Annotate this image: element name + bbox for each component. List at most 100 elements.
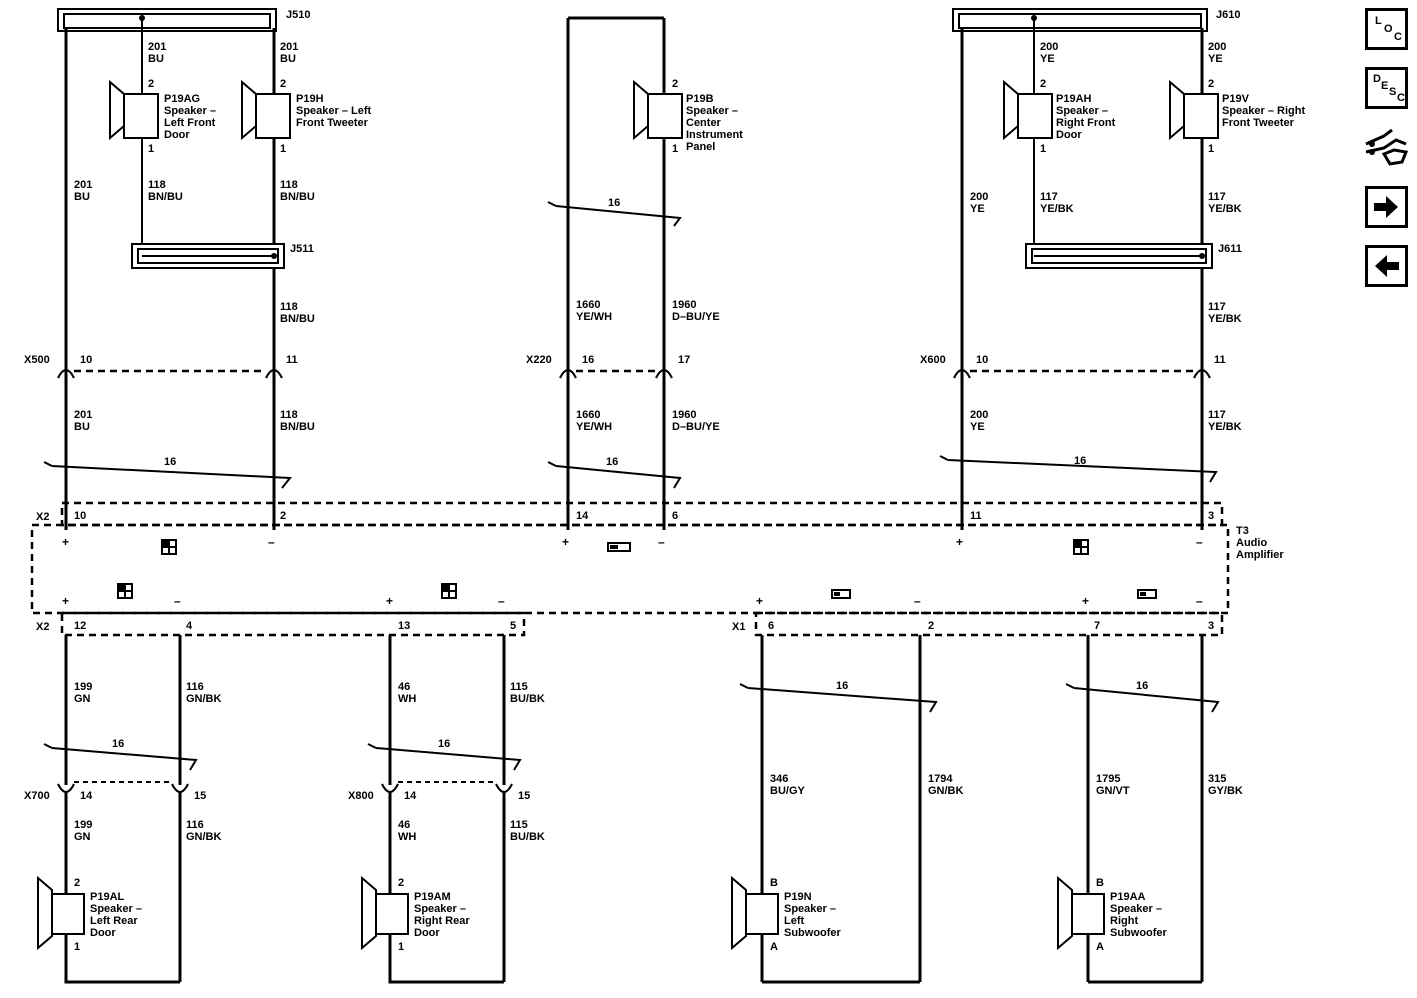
svg-text:YE/BK: YE/BK [1208, 313, 1242, 325]
svg-text:2: 2 [148, 78, 154, 90]
speaker-p19b: 2 1 P19B Speaker – Center Instrument Pan… [633, 78, 743, 155]
previous-page-button[interactable] [1365, 245, 1408, 287]
svg-text:Front Tweeter: Front Tweeter [1222, 117, 1295, 129]
svg-text:Right: Right [1110, 915, 1138, 927]
speaker-p19n: B A P19N Speaker – Left Subwoofer [731, 875, 842, 953]
next-page-button[interactable] [1365, 186, 1408, 228]
svg-text:16: 16 [112, 738, 124, 750]
speaker-p19v: 2 1 P19V Speaker – Right Front Tweeter [1169, 78, 1305, 155]
svg-text:X700: X700 [24, 790, 50, 802]
svg-text:WH: WH [398, 831, 416, 843]
svg-text:YE: YE [970, 421, 985, 433]
svg-text:11: 11 [1214, 354, 1226, 366]
svg-text:YE/BK: YE/BK [1040, 203, 1074, 215]
svg-text:+: + [562, 535, 569, 549]
svg-text:GN/BK: GN/BK [928, 785, 964, 797]
svg-text:117: 117 [1208, 409, 1226, 421]
svg-text:–: – [1196, 594, 1203, 608]
svg-text:Left Front: Left Front [164, 117, 216, 129]
left-subwoofer-section: 16 346 BU/GY 1794 GN/BK B A P19N Speaker… [731, 635, 964, 984]
svg-text:4: 4 [186, 620, 193, 632]
svg-text:YE/WH: YE/WH [576, 421, 612, 433]
svg-text:Speaker –: Speaker – [1110, 903, 1162, 915]
svg-text:1960: 1960 [672, 299, 696, 311]
svg-text:12: 12 [74, 620, 86, 632]
svg-text:–: – [1196, 535, 1203, 549]
svg-text:199: 199 [74, 681, 92, 693]
svg-text:1795: 1795 [1096, 773, 1120, 785]
j611-label: J611 [1218, 243, 1242, 255]
svg-text:D–BU/YE: D–BU/YE [672, 311, 720, 323]
description-button[interactable]: D E S C [1365, 67, 1408, 109]
svg-text:10: 10 [80, 354, 92, 366]
left-front-section: J510 201 BU 201 BU 2 1 P19AG Speaker – L… [24, 8, 372, 530]
svg-text:BN/BU: BN/BU [280, 191, 315, 203]
svg-text:199: 199 [74, 819, 92, 831]
svg-text:Door: Door [164, 129, 190, 141]
svg-text:16: 16 [1074, 455, 1086, 467]
svg-text:16: 16 [836, 680, 848, 692]
svg-text:118: 118 [280, 409, 298, 421]
svg-text:–: – [268, 535, 275, 549]
svg-text:1: 1 [1208, 143, 1214, 155]
svg-text:Speaker – Left: Speaker – Left [296, 105, 372, 117]
arrow-left-icon [1375, 255, 1399, 277]
svg-text:1660: 1660 [576, 409, 600, 421]
svg-text:GN/BK: GN/BK [186, 831, 222, 843]
svg-text:6: 6 [768, 620, 774, 632]
j610-label: J610 [1216, 9, 1240, 21]
svg-text:Center: Center [686, 117, 722, 129]
speaker-p19am: 2 1 P19AM Speaker – Right Rear Door [361, 875, 470, 953]
svg-text:YE: YE [1040, 53, 1055, 65]
speaker-p19aa: B A P19AA Speaker – Right Subwoofer [1057, 875, 1168, 953]
speaker-icon [633, 79, 649, 141]
svg-text:BU: BU [74, 421, 90, 433]
svg-text:BU: BU [74, 191, 90, 203]
svg-text:P19B: P19B [686, 93, 714, 105]
speaker-icon [37, 875, 53, 951]
svg-text:5: 5 [510, 620, 516, 632]
svg-text:Panel: Panel [686, 141, 715, 153]
svg-text:201: 201 [74, 179, 92, 191]
speaker-icon [241, 79, 257, 141]
arrow-right-icon [1374, 196, 1398, 218]
svg-text:1: 1 [148, 143, 154, 155]
svg-text:GN/BK: GN/BK [186, 693, 222, 705]
svg-text:Speaker –: Speaker – [164, 105, 216, 117]
svg-text:201: 201 [148, 41, 166, 53]
svg-text:Right Rear: Right Rear [414, 915, 470, 927]
full-range-icon [117, 583, 133, 599]
svg-text:1794: 1794 [928, 773, 953, 785]
svg-text:Subwoofer: Subwoofer [1110, 927, 1168, 939]
svg-text:2: 2 [1208, 78, 1214, 90]
svg-text:Speaker –: Speaker – [1056, 105, 1108, 117]
svg-text:346: 346 [770, 773, 788, 785]
svg-text:+: + [386, 594, 393, 608]
svg-text:+: + [756, 594, 763, 608]
svg-text:YE: YE [970, 203, 985, 215]
svg-text:BU: BU [148, 53, 164, 65]
svg-text:+: + [1082, 594, 1089, 608]
svg-text:200: 200 [1040, 41, 1058, 53]
svg-text:115: 115 [510, 681, 528, 693]
j511-left-label: J511 [290, 243, 314, 255]
svg-text:Subwoofer: Subwoofer [784, 927, 842, 939]
connector-view-icon[interactable] [1362, 122, 1412, 172]
location-button[interactable]: L O C [1365, 8, 1408, 50]
svg-text:1: 1 [672, 143, 678, 155]
svg-text:2: 2 [398, 877, 404, 889]
svg-text:13: 13 [398, 620, 410, 632]
svg-text:46: 46 [398, 681, 410, 693]
full-range-icon [161, 539, 177, 555]
svg-text:X1: X1 [732, 621, 745, 633]
svg-text:315: 315 [1208, 773, 1226, 785]
svg-text:115: 115 [510, 819, 528, 831]
svg-text:2: 2 [672, 78, 678, 90]
svg-text:16: 16 [1136, 680, 1148, 692]
svg-text:117: 117 [1208, 301, 1226, 313]
svg-text:T3: T3 [1236, 525, 1249, 537]
svg-text:200: 200 [1208, 41, 1226, 53]
speaker-icon [1057, 875, 1073, 951]
svg-text:201: 201 [74, 409, 92, 421]
svg-text:YE/BK: YE/BK [1208, 203, 1242, 215]
